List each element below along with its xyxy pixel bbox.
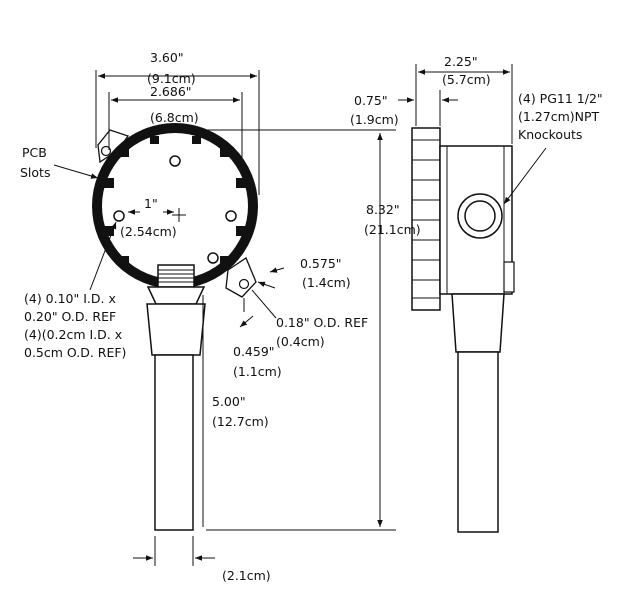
- side-fitting: [451, 293, 505, 353]
- knockout-note-2: (1.27cm)NPT: [518, 109, 600, 124]
- dim-225-cm: (5.7cm): [442, 72, 491, 87]
- dim-225-in: 2.25": [444, 54, 478, 69]
- knockout-inner: [464, 200, 496, 232]
- mounting-ear-bottom-right: [225, 257, 257, 298]
- labels: 3.60" (9.1cm) 2.686" (6.8cm) PCB Slots 1…: [20, 50, 603, 583]
- pcb-label-2: Slots: [20, 165, 50, 180]
- dim-254cm: (2.54cm): [120, 224, 177, 239]
- side-flange: [411, 127, 441, 311]
- side-view: [411, 127, 515, 533]
- dim-1in: 1": [144, 196, 158, 211]
- ear-hole-bottom-right: [238, 278, 250, 290]
- side-boss: [503, 261, 515, 293]
- screw-boss-right: [225, 210, 237, 222]
- enclosure-inner-face: [102, 133, 248, 279]
- dim-21cm: (2.1cm): [222, 568, 271, 583]
- dim-832-in: 8.32": [366, 202, 400, 217]
- dim-0575-cm: (1.4cm): [302, 275, 351, 290]
- side-pipe: [457, 351, 499, 533]
- dim-500-in: 5.00": [212, 394, 246, 409]
- pcb-label-1: PCB: [22, 145, 47, 160]
- screw-boss-left: [113, 210, 125, 222]
- hole-note-4: 0.5cm O.D. REF): [24, 345, 126, 360]
- sensor-pipe: [154, 354, 194, 531]
- dim-018-cm: (0.4cm): [276, 334, 325, 349]
- screw-boss-bottom: [207, 252, 219, 264]
- hole-note-2: 0.20" O.D. REF: [24, 309, 116, 324]
- dim-500-cm: (12.7cm): [212, 414, 269, 429]
- dim-0459-in: 0.459": [233, 344, 275, 359]
- dim-0459-cm: (1.1cm): [233, 364, 282, 379]
- ear-hole-top-left: [100, 145, 112, 157]
- dim-2686-cm: (6.8cm): [150, 110, 199, 125]
- pipe-reducer: [146, 303, 206, 356]
- dim-0575-in: 0.575": [300, 256, 342, 271]
- threaded-fitting: [157, 264, 195, 288]
- dim-075-cm: (1.9cm): [350, 112, 399, 127]
- hole-note-1: (4) 0.10" I.D. x: [24, 291, 116, 306]
- dim-075-in: 0.75": [354, 93, 388, 108]
- dim-2686-in: 2.686": [150, 84, 192, 99]
- knockout-note-1: (4) PG11 1/2": [518, 91, 603, 106]
- dim-360-cm: (9.1cm): [147, 71, 196, 86]
- side-dimensions: [398, 64, 547, 205]
- knockout-note-3: Knockouts: [518, 127, 582, 142]
- pcb-slots: [104, 136, 246, 265]
- screw-boss-top: [169, 155, 181, 167]
- front-dimensions: [53, 70, 396, 566]
- dim-832-cm: (21.1cm): [364, 222, 421, 237]
- front-view: [92, 123, 258, 531]
- dim-360-in: 3.60": [150, 50, 184, 65]
- hole-note-3: (4)(0.2cm I.D. x: [24, 327, 122, 342]
- dim-018-in: 0.18" O.D. REF: [276, 315, 368, 330]
- fitting-nut: [146, 286, 206, 305]
